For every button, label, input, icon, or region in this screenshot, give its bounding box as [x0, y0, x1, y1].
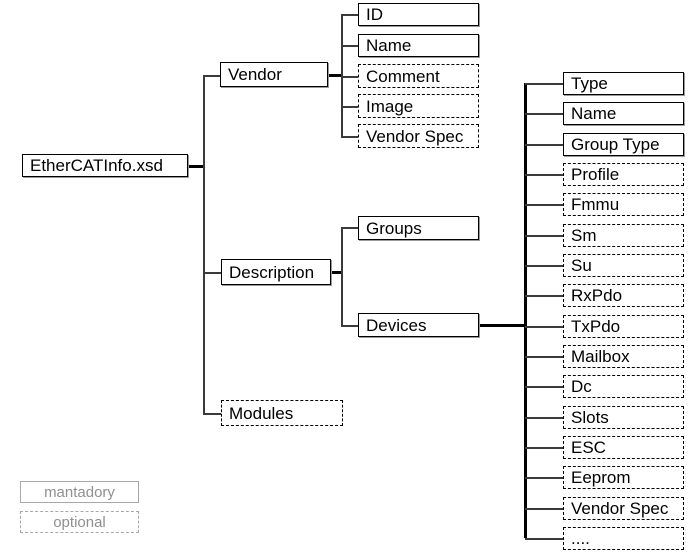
node-device-eeprom[interactable]: Eeprom — [563, 466, 684, 489]
connector-devices-trunk — [524, 83, 527, 538]
node-device-fmmu[interactable]: Fmmu — [563, 193, 684, 216]
node-label: Fmmu — [571, 195, 620, 214]
connector-to-vendor-id — [341, 14, 359, 16]
connector-devices-stub — [479, 324, 526, 327]
connector-to-vendor-spec — [341, 136, 359, 138]
connector-root-stub — [188, 165, 204, 168]
node-device-more[interactable]: .... — [563, 527, 684, 550]
connector-to-device-esc — [525, 447, 564, 449]
node-label: Mailbox — [571, 347, 630, 366]
node-label: Name — [366, 36, 412, 55]
node-device-type[interactable]: Type — [563, 72, 684, 95]
legend-optional: optional — [20, 511, 139, 533]
node-vendor-comment[interactable]: Comment — [358, 64, 479, 88]
node-device-dc[interactable]: Dc — [563, 375, 684, 398]
legend-optional-label: optional — [53, 513, 106, 531]
node-device-esc[interactable]: ESC — [563, 436, 684, 459]
connector-vendor-stub — [327, 74, 342, 77]
connector-description-stub — [330, 271, 342, 274]
node-vendor-image[interactable]: Image — [358, 94, 479, 118]
legend-mandatory-label: mantadory — [44, 483, 115, 501]
node-label: EtherCATInfo.xsd — [30, 156, 163, 175]
connector-to-device-type — [525, 83, 564, 85]
connector-to-description — [203, 272, 222, 274]
node-label: Devices — [366, 315, 427, 335]
node-label: RxPdo — [571, 286, 623, 305]
node-description[interactable]: Description — [221, 259, 331, 285]
connector-to-vendor-comment — [341, 76, 359, 78]
node-label: Profile — [571, 165, 620, 184]
connector-to-device-profile — [525, 174, 564, 176]
connector-to-device-group-type — [525, 144, 564, 146]
node-device-mailbox[interactable]: Mailbox — [563, 345, 684, 368]
connector-to-device-eeprom — [525, 477, 564, 479]
connector-to-device-fmmu — [525, 204, 564, 206]
node-device-vendor-spec[interactable]: Vendor Spec — [563, 497, 684, 520]
node-devices[interactable]: Devices — [358, 313, 479, 337]
node-label: Eeprom — [571, 468, 631, 487]
connector-to-device-dc — [525, 386, 564, 388]
node-label: ESC — [571, 438, 606, 457]
node-label: Comment — [366, 66, 440, 86]
node-vendor-name[interactable]: Name — [358, 34, 479, 57]
connector-to-modules — [203, 413, 222, 415]
node-device-slots[interactable]: Slots — [563, 406, 684, 429]
node-label: Slots — [571, 408, 609, 427]
node-label: Group Type — [571, 135, 660, 154]
connector-to-vendor-image — [341, 106, 359, 108]
node-vendor-spec[interactable]: Vendor Spec — [358, 124, 479, 148]
node-label: TxPdo — [571, 317, 621, 336]
node-modules[interactable]: Modules — [221, 400, 343, 426]
legend-mandatory: mantadory — [20, 481, 139, 503]
connector-vendor-trunk — [341, 14, 343, 137]
node-root-ethercatinfo-xsd[interactable]: EtherCATInfo.xsd — [22, 154, 188, 177]
node-device-rxpdo[interactable]: RxPdo — [563, 284, 684, 307]
node-device-su[interactable]: Su — [563, 254, 684, 277]
node-device-name[interactable]: Name — [563, 102, 684, 125]
node-label: Dc — [571, 377, 592, 396]
connector-to-device-txpdo — [525, 326, 564, 328]
connector-to-device-vendor-spec — [525, 508, 564, 510]
connector-to-vendor-name — [341, 45, 359, 47]
connector-to-device-rxpdo — [525, 295, 564, 297]
node-label: .... — [571, 529, 590, 548]
connector-to-device-sm — [525, 235, 564, 237]
node-device-sm[interactable]: Sm — [563, 224, 684, 247]
node-label: Description — [229, 262, 315, 282]
node-label: Vendor Spec — [571, 499, 669, 518]
connector-description-trunk — [341, 227, 343, 326]
node-label: ID — [366, 5, 383, 24]
connector-to-device-mailbox — [525, 356, 564, 358]
node-label: Modules — [229, 403, 294, 423]
node-label: Vendor Spec — [366, 126, 464, 146]
node-label: Sm — [571, 226, 597, 245]
connector-to-groups — [341, 227, 359, 229]
node-groups[interactable]: Groups — [358, 216, 479, 240]
connector-to-device-slots — [525, 417, 564, 419]
connector-to-vendor — [203, 75, 221, 77]
node-label: Image — [366, 96, 414, 116]
node-label: Type — [571, 74, 608, 93]
connector-to-device-name — [525, 113, 564, 115]
node-vendor[interactable]: Vendor — [220, 62, 328, 87]
connector-to-devices — [341, 325, 359, 327]
node-label: Vendor — [228, 65, 282, 84]
connector-main-trunk — [203, 75, 205, 414]
connector-to-device-su — [525, 265, 564, 267]
node-device-profile[interactable]: Profile — [563, 163, 684, 186]
node-device-group-type[interactable]: Group Type — [563, 133, 684, 156]
connector-to-device-more — [525, 538, 564, 540]
node-label: Su — [571, 256, 592, 275]
node-label: Name — [571, 104, 617, 123]
node-vendor-id[interactable]: ID — [358, 3, 479, 26]
node-device-txpdo[interactable]: TxPdo — [563, 315, 684, 338]
node-label: Groups — [366, 218, 422, 238]
